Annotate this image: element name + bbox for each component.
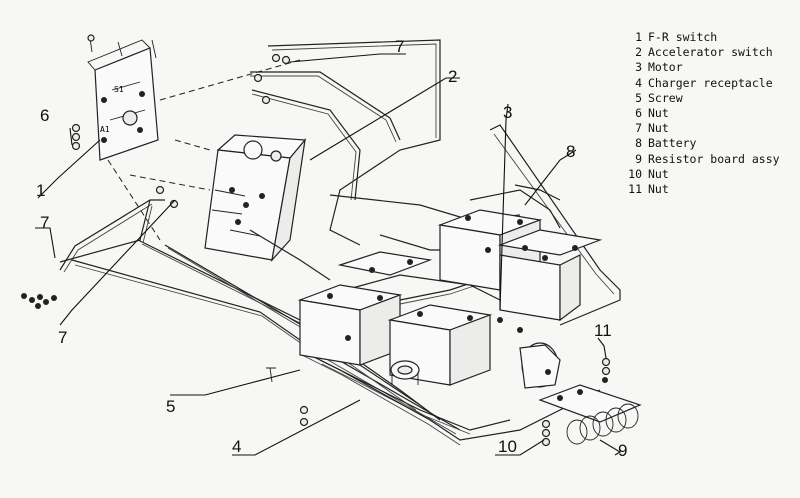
callout-10: 10 (498, 437, 517, 456)
legend-number: 3 (635, 60, 642, 75)
legend-label: Accelerator switch (648, 45, 773, 60)
resistor-board (538, 377, 642, 445)
nut-stack-10 (541, 419, 551, 447)
legend-item: 11 Nut (622, 182, 780, 197)
callout-7-left: 7 (40, 213, 49, 232)
motor (519, 342, 561, 389)
callout-2: 2 (448, 67, 457, 86)
legend-label: Charger receptacle (648, 75, 773, 90)
legend-label: Nut (648, 106, 669, 121)
leader-lines (35, 53, 622, 456)
callout-7-top: 7 (395, 37, 404, 56)
legend-number: 5 (635, 90, 642, 105)
callout-4: 4 (232, 437, 241, 456)
legend-item: 8 Battery (622, 136, 780, 151)
legend-label: Motor (648, 60, 683, 75)
legend-label: Nut (648, 166, 669, 181)
legend-item: 7 Nut (622, 121, 780, 136)
legend-item: 2 Accelerator switch (622, 45, 780, 60)
legend-number: 10 (628, 166, 642, 181)
legend-label: Resistor board assy (648, 151, 780, 166)
legend-label: F-R switch (648, 30, 718, 44)
callout-8: 8 (566, 142, 575, 161)
legend-item: 5 Screw (622, 91, 780, 106)
legend-number: 1 (635, 30, 642, 44)
screw (266, 367, 276, 383)
callout-3: 3 (503, 103, 512, 122)
legend-number: 6 (635, 106, 642, 121)
accelerator-switch (204, 134, 307, 262)
legend-label: Screw (648, 90, 683, 105)
callouts: 1 2 3 4 5 6 7 7 7 8 9 10 11 (36, 37, 627, 460)
legend-item: 9 Resistor board assy (622, 152, 780, 167)
nut-stack-6 (71, 123, 81, 151)
legend-label: Nut (648, 182, 669, 197)
s1-label: S1 (114, 85, 124, 94)
battery-pack (297, 209, 603, 386)
nut-stack-7-top (155, 53, 309, 427)
callout-6: 6 (40, 106, 49, 125)
callout-5: 5 (166, 397, 175, 416)
legend-number: 4 (635, 75, 642, 90)
a1-label: A1 (100, 125, 110, 134)
legend-item: 3 Motor (622, 60, 780, 75)
legend-item: 4 Charger receptacle (622, 76, 780, 91)
legend-number: 8 (635, 136, 642, 151)
parts-legend: 1 F-R switch 2 Accelerator switch 3 Motor 4 Cha… (622, 30, 780, 197)
legend-label: Battery (648, 136, 697, 151)
legend-label: Nut (648, 121, 669, 136)
nut-cluster-left (21, 293, 57, 309)
fr-switch-assembly: S1 A1 (87, 34, 159, 161)
legend-number: 7 (635, 121, 642, 136)
callout-9: 9 (618, 441, 627, 460)
callout-7-bottom: 7 (58, 328, 67, 347)
legend-item: 6 Nut (622, 106, 780, 121)
legend-number: 11 (628, 182, 642, 197)
charger-receptacle (390, 360, 420, 385)
legend-item: 10 Nut (622, 167, 780, 182)
legend-item: 1 F-R switch (622, 30, 780, 45)
callout-11: 11 (594, 321, 612, 340)
legend-number: 2 (635, 45, 642, 60)
nut-stack-11 (601, 357, 611, 376)
callout-1: 1 (36, 181, 45, 200)
legend-number: 9 (635, 151, 642, 166)
